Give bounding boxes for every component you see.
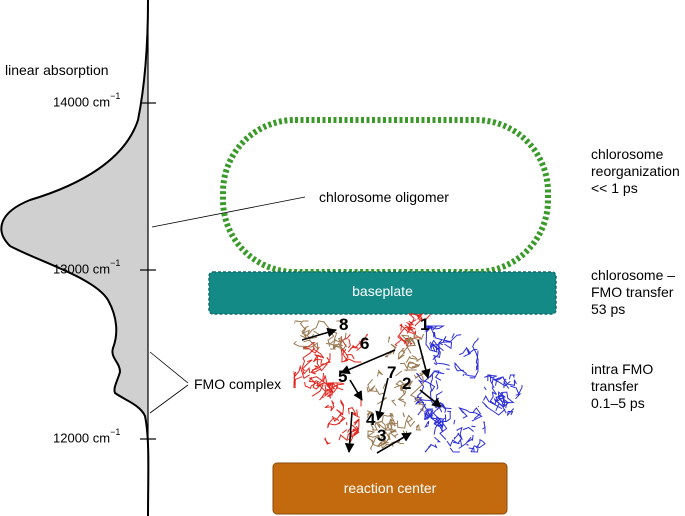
pigment-blue-cluster xyxy=(477,374,523,417)
baseplate-label: baseplate xyxy=(352,283,413,299)
spectrum-curve xyxy=(0,0,150,516)
oligomer-leader-line xyxy=(151,196,306,228)
reaction-center-shape xyxy=(272,462,508,515)
spectrum-fill xyxy=(1,0,149,516)
fmo-leader-line-lower xyxy=(149,384,189,414)
energy-transfer-arrow-6 xyxy=(340,349,396,375)
energy-transfer-arrow-2 xyxy=(419,389,442,408)
pigment-number-4: 4 xyxy=(366,410,376,429)
chlorosome-oligomer-label: chlorosome oligomer xyxy=(319,189,449,205)
fmo-complex-structure xyxy=(293,313,523,454)
pigment-number-3: 3 xyxy=(377,426,387,445)
tick-label-12000: 12000 cm−1 xyxy=(53,427,121,446)
absorption-spectrum xyxy=(0,0,156,516)
pigment-number-1: 1 xyxy=(420,315,430,334)
fmo-leader-line-upper xyxy=(149,351,189,384)
pigment-number-5: 5 xyxy=(338,367,348,386)
pigment-blue-cluster xyxy=(414,370,447,420)
baseplate-shape xyxy=(208,271,557,315)
energy-transfer-arrow-7 xyxy=(375,377,389,421)
tick-label-13000: 13000 cm−1 xyxy=(53,258,121,277)
chlorosome-oligomer-shape xyxy=(220,117,551,275)
pigment-red-cluster xyxy=(323,382,362,445)
pigment-number-7: 7 xyxy=(387,363,397,382)
pigment-red-cluster xyxy=(293,341,331,401)
pigment-blue-cluster xyxy=(424,407,486,453)
fmo-complex-label: FMO complex xyxy=(194,376,282,392)
energy-transfer-arrow-4 xyxy=(344,411,355,453)
spectrum-title: linear absorption xyxy=(5,62,109,78)
pigment-brown-cluster xyxy=(384,333,425,370)
pigment-number-2: 2 xyxy=(402,374,412,393)
pigment-blue-cluster xyxy=(424,325,479,379)
energy-transfer-arrow-5 xyxy=(349,379,363,401)
pigment-number-8: 8 xyxy=(339,315,349,334)
pigment-number-6: 6 xyxy=(360,334,370,353)
pigment-brown-cluster xyxy=(366,369,424,432)
energy-transfer-arrow-8 xyxy=(301,327,337,341)
tick-label-14000: 14000 cm−1 xyxy=(53,91,121,110)
energy-transfer-arrow-1 xyxy=(417,339,431,379)
reaction-center-label: reaction center xyxy=(343,480,437,496)
pigment-red-cluster xyxy=(340,333,369,363)
energy-transfer-arrow-3 xyxy=(376,432,412,454)
